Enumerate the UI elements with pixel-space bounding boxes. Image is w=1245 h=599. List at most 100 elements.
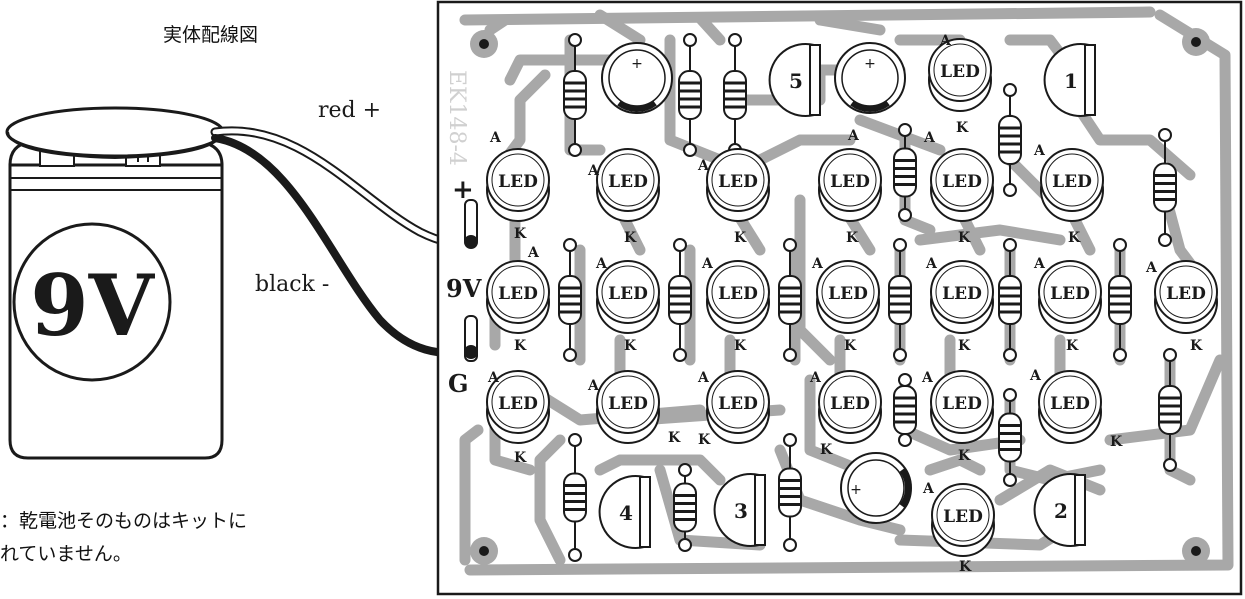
trace-11 <box>1074 104 1196 181</box>
svg-text:A: A <box>1145 260 1158 276</box>
power-pads <box>464 199 478 362</box>
red-wire-label: red + <box>318 98 381 123</box>
svg-text:K: K <box>698 432 711 448</box>
resistor-2 <box>678 33 702 157</box>
svg-text:A: A <box>701 256 714 272</box>
svg-text:A: A <box>1033 143 1046 159</box>
resistor-8 <box>668 238 692 362</box>
capacitors: + + + <box>601 42 912 524</box>
resistor-11 <box>998 238 1022 362</box>
svg-text:K: K <box>958 448 971 464</box>
resistors <box>558 33 1182 562</box>
led-18: LED A K <box>809 370 882 458</box>
svg-text:LED: LED <box>498 394 538 414</box>
note-line-1: ：乾電池そのものはキットに <box>0 510 248 532</box>
svg-text:K: K <box>956 120 969 136</box>
svg-text:K: K <box>514 338 527 354</box>
svg-text:K: K <box>1066 338 1079 354</box>
svg-text:A: A <box>527 245 540 261</box>
resistor-6 <box>1153 128 1177 247</box>
svg-text:A: A <box>923 130 936 146</box>
svg-text:+: + <box>631 56 643 72</box>
svg-text:LED: LED <box>830 172 870 192</box>
svg-text:K: K <box>514 450 527 466</box>
trace-4 <box>459 424 484 566</box>
svg-text:LED: LED <box>943 507 983 527</box>
trace-37 <box>754 114 946 166</box>
trace-26 <box>534 434 566 566</box>
resistor-17 <box>563 433 587 562</box>
board-plus-label: + <box>452 175 474 205</box>
resistor-3 <box>723 33 747 157</box>
svg-text:A: A <box>1033 256 1046 272</box>
mounting-holes <box>470 28 1210 565</box>
trace-27 <box>594 454 726 486</box>
svg-text:LED: LED <box>942 394 982 414</box>
note-line-2: れていません。 <box>0 543 132 565</box>
svg-text:K: K <box>844 338 857 354</box>
svg-text:K: K <box>624 230 637 246</box>
transistor-2: 2 <box>1033 473 1086 547</box>
led-21: LED A K <box>922 481 995 575</box>
led-4: LED A K <box>697 148 770 246</box>
svg-text:K: K <box>1110 434 1123 450</box>
svg-text:K: K <box>820 442 833 458</box>
resistor-9 <box>778 238 802 362</box>
svg-text:LED: LED <box>608 284 648 304</box>
svg-text:LED: LED <box>1052 172 1092 192</box>
svg-text:LED: LED <box>1050 284 1090 304</box>
svg-text:A: A <box>809 370 822 386</box>
trace-22 <box>804 374 866 476</box>
svg-text:+: + <box>864 56 876 72</box>
transistor-1: 1 <box>1043 43 1096 117</box>
svg-text:K: K <box>959 559 972 575</box>
svg-text:LED: LED <box>942 172 982 192</box>
svg-text:K: K <box>958 230 971 246</box>
board-code-label: EK148-4 <box>444 70 469 166</box>
svg-text:A: A <box>922 481 935 497</box>
black-wire-label: black - <box>255 272 329 297</box>
svg-text:LED: LED <box>830 394 870 414</box>
svg-text:A: A <box>489 130 502 146</box>
resistor-10 <box>888 238 912 362</box>
resistor-4 <box>998 83 1022 197</box>
svg-text:LED: LED <box>718 172 758 192</box>
svg-text:A: A <box>595 256 608 272</box>
resistor-18 <box>673 463 697 552</box>
svg-text:A: A <box>587 163 600 179</box>
svg-text:K: K <box>734 230 747 246</box>
svg-text:A: A <box>811 256 824 272</box>
svg-text:4: 4 <box>619 501 633 525</box>
svg-text:+: + <box>850 482 862 498</box>
board-ground-label: G <box>448 369 469 398</box>
svg-text:LED: LED <box>498 172 538 192</box>
resistor-7 <box>558 238 582 362</box>
trace-3 <box>594 9 886 46</box>
svg-text:A: A <box>1029 368 1042 384</box>
svg-text:A: A <box>697 370 710 386</box>
trace-20 <box>914 224 1066 246</box>
svg-text:LED: LED <box>608 394 648 414</box>
svg-text:A: A <box>925 256 938 272</box>
svg-text:A: A <box>697 158 710 174</box>
led-array: LEDAKLEDAKLEDAKLEDAKLEDAKLEDAKLEDAKLEDAK… <box>486 33 1218 575</box>
svg-text:LED: LED <box>1050 394 1090 414</box>
svg-text:K: K <box>958 338 971 354</box>
trace-30 <box>924 454 986 476</box>
resistor-15 <box>1158 348 1182 472</box>
transistor-3: 3 <box>713 473 766 547</box>
svg-text:2: 2 <box>1054 499 1068 523</box>
